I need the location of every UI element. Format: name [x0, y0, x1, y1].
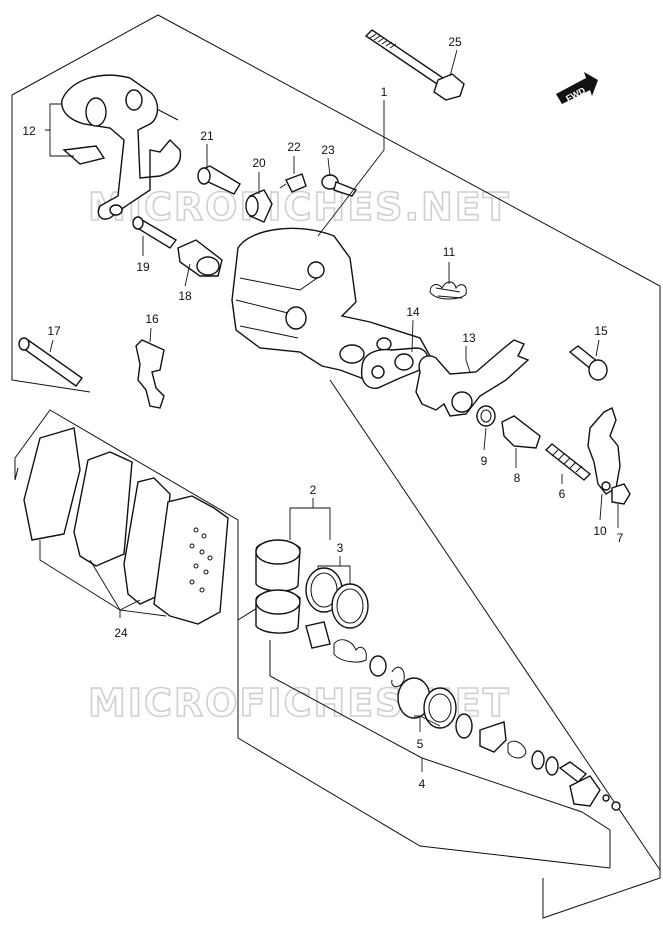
callout-labels: 25 1 12 21 20 22 23 19 18 11 14 13 15 17… [22, 35, 623, 791]
bolt-25 [364, 29, 465, 101]
boot-18 [177, 239, 223, 277]
lever-side-parts [476, 405, 631, 505]
brake-pads [23, 427, 229, 625]
boot-20 [245, 189, 273, 223]
spring-11 [429, 281, 467, 300]
callout-2: 2 [310, 483, 317, 497]
callout-12: 12 [22, 124, 36, 138]
callout-20: 20 [252, 156, 266, 170]
bolt-15 [568, 345, 608, 381]
callout-6: 6 [559, 487, 566, 501]
callout-24: 24 [114, 626, 128, 640]
caliper-body [231, 227, 431, 383]
callout-5: 5 [417, 737, 424, 751]
callout-16: 16 [145, 312, 159, 326]
pin-19 [132, 216, 178, 249]
callout-22: 22 [287, 140, 301, 154]
fwd-arrow-icon: FWD [556, 72, 598, 104]
callout-17: 17 [47, 324, 61, 338]
callout-9: 9 [481, 454, 488, 468]
gasket [360, 347, 429, 389]
caliper-bracket [61, 74, 182, 220]
pin-21 [197, 165, 241, 195]
callout-25: 25 [448, 35, 462, 49]
watermark-top: MICROFICHES.NET [88, 185, 511, 229]
callout-18: 18 [178, 289, 192, 303]
callout-7: 7 [617, 531, 624, 545]
callout-10: 10 [593, 524, 607, 538]
pin-17 [18, 337, 83, 387]
callout-14: 14 [406, 305, 420, 319]
bleeder-22 [279, 173, 307, 193]
callout-3: 3 [337, 541, 344, 555]
adjuster-assembly [305, 621, 621, 811]
callout-1: 1 [381, 85, 388, 99]
callout-15: 15 [594, 324, 608, 338]
callout-21: 21 [200, 129, 214, 143]
pistons-and-seals [255, 539, 369, 634]
callout-13: 13 [462, 331, 476, 345]
cap-23 [321, 174, 358, 197]
callout-19: 19 [136, 260, 150, 274]
spring-clip-16 [135, 339, 165, 409]
leader-lines [39, 49, 619, 772]
parking-lever [415, 339, 530, 417]
callout-11: 11 [443, 245, 456, 259]
callout-8: 8 [514, 471, 521, 485]
callout-23: 23 [321, 143, 335, 157]
callout-4: 4 [419, 777, 426, 791]
